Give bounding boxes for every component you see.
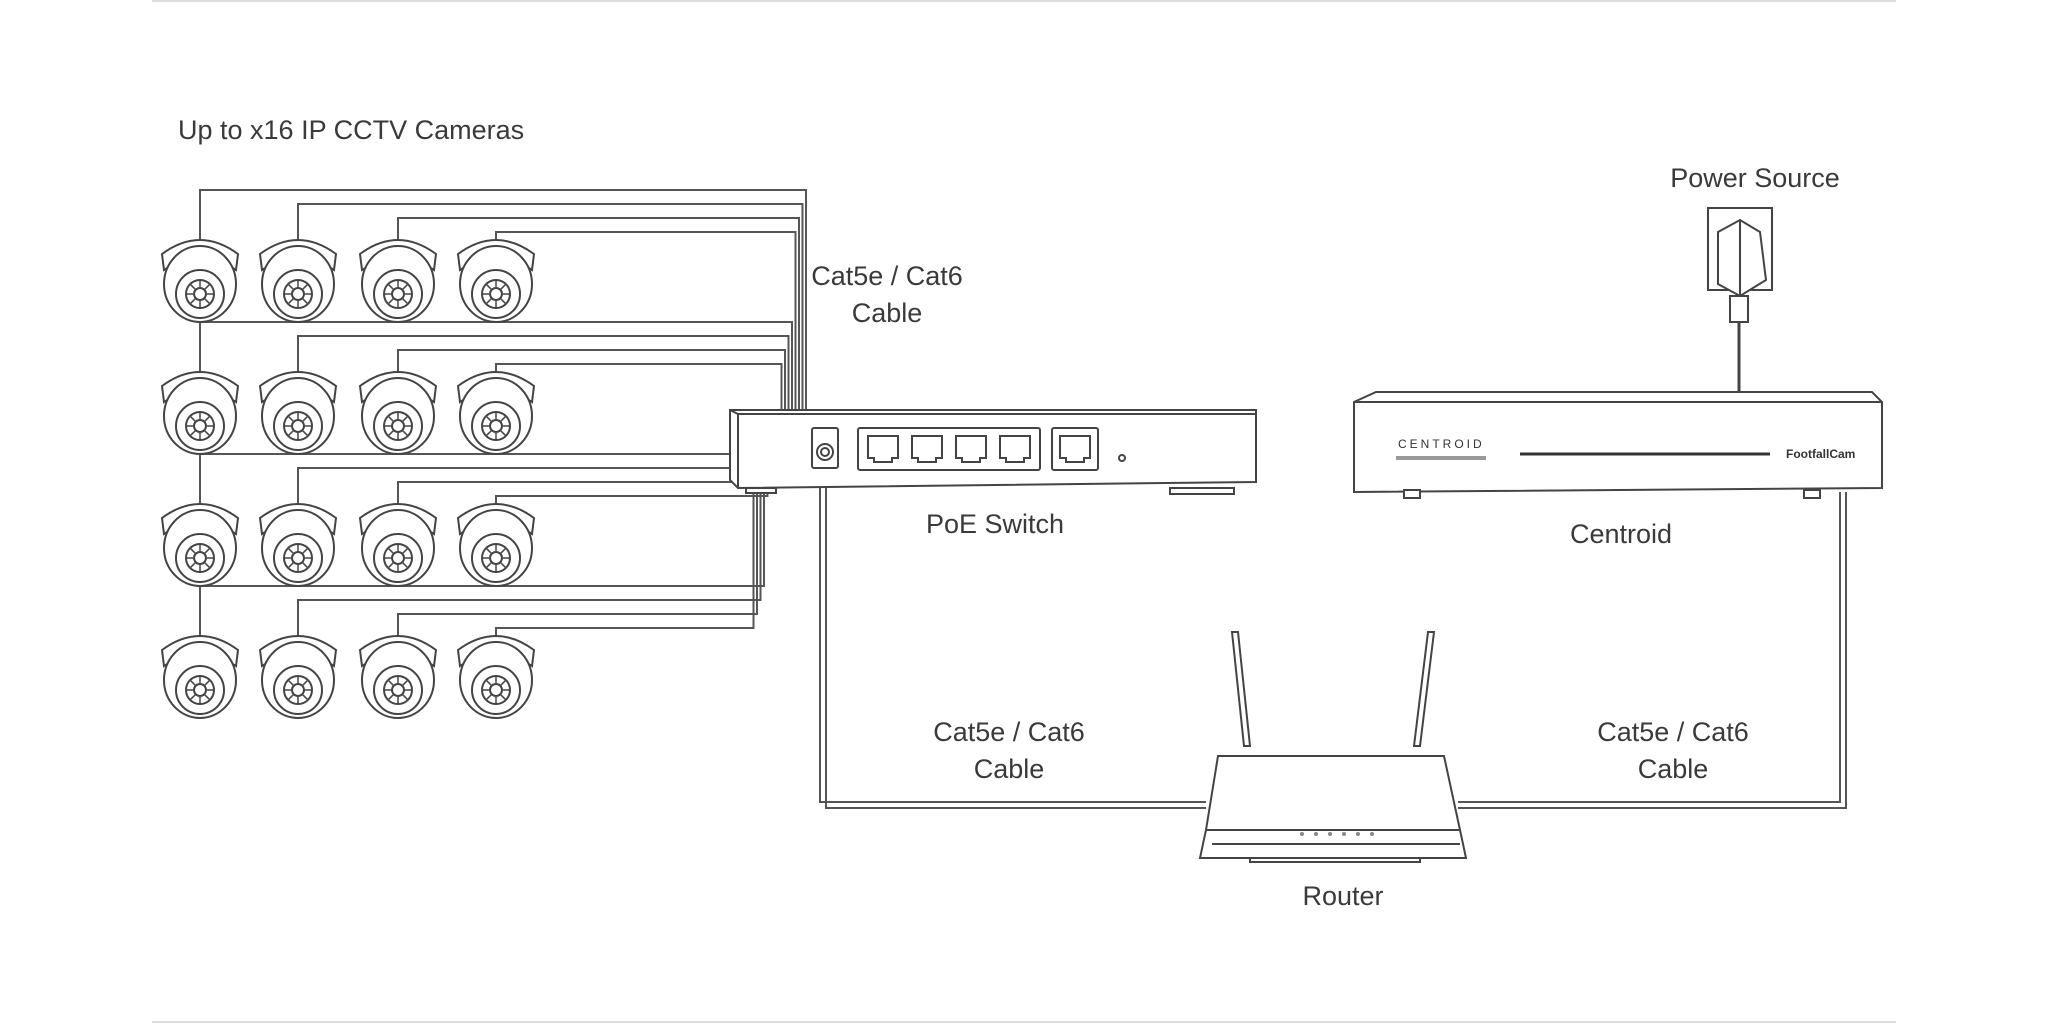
- camera-icon: [456, 371, 536, 455]
- cable-label-left-line2: Cable: [973, 754, 1045, 784]
- cameras-title: Up to x16 IP CCTV Cameras: [178, 115, 525, 145]
- camera-icon: [258, 503, 338, 587]
- ethernet-port: [867, 435, 1031, 463]
- cable-label-top-line1: Cat5e / Cat6: [811, 261, 963, 291]
- camera-cable: [397, 473, 772, 506]
- cable-label-top: Cat5e / Cat6 Cable: [772, 258, 1002, 332]
- centroid-device: [1353, 391, 1883, 499]
- camera-icon: [160, 503, 240, 587]
- camera-cable: [495, 231, 797, 430]
- camera-icon: [258, 371, 338, 455]
- centroid-label: Centroid: [1569, 519, 1673, 549]
- cable-label-top-line2: Cable: [851, 298, 923, 328]
- power-source-label: Power Source: [1670, 163, 1840, 193]
- centroid-brand-label: FootfallCam: [1786, 447, 1855, 461]
- camera-cable: [297, 467, 776, 506]
- camera-cable: [495, 458, 755, 638]
- network-cables: [819, 488, 1847, 809]
- camera-icon: [358, 635, 438, 719]
- cable-label-right-line1: Cat5e / Cat6: [1597, 717, 1749, 747]
- camera-icon: [358, 239, 438, 323]
- poe-switch-label: PoE Switch: [925, 509, 1065, 539]
- camera-cable: [397, 461, 758, 638]
- cable-label-right-line2: Cable: [1637, 754, 1709, 784]
- camera-icon: [160, 371, 240, 455]
- cable-label-left: Cat5e / Cat6 Cable: [894, 714, 1124, 788]
- camera-grid: [160, 239, 536, 719]
- router-icon: [1198, 631, 1468, 863]
- camera-icon: [456, 503, 536, 587]
- camera-icon: [358, 371, 438, 455]
- router-label: Router: [1302, 881, 1384, 911]
- camera-icon: [160, 635, 240, 719]
- power-plug-icon: [1707, 207, 1773, 392]
- camera-icon: [258, 635, 338, 719]
- camera-icon: [358, 503, 438, 587]
- camera-cable: [495, 470, 769, 506]
- camera-icon: [258, 239, 338, 323]
- camera-icon: [456, 635, 536, 719]
- camera-icon: [160, 239, 240, 323]
- camera-icon: [456, 239, 536, 323]
- centroid-front-label: CENTROID: [1398, 437, 1485, 451]
- cable-label-right: Cat5e / Cat6 Cable: [1558, 714, 1788, 788]
- camera-cable: [199, 453, 779, 506]
- poe-switch: [729, 409, 1257, 495]
- cable-label-left-line1: Cat5e / Cat6: [933, 717, 1085, 747]
